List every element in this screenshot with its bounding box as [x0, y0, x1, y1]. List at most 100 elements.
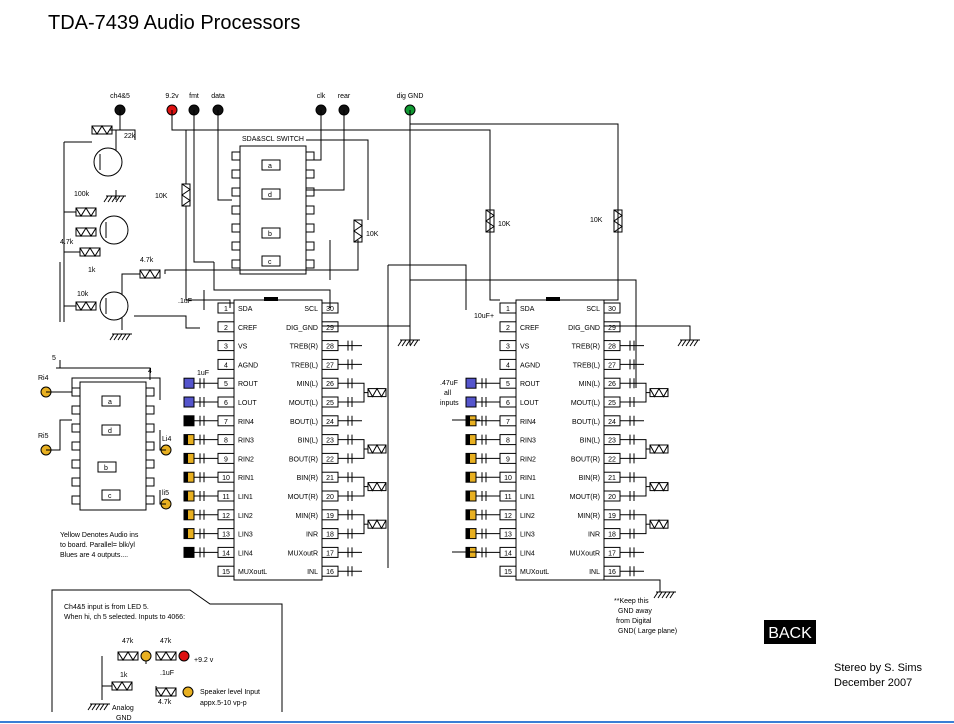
- left-pin-right-29: [321, 321, 339, 333]
- right-pin-label-left-6: LOUT: [520, 400, 539, 407]
- right-pin-right-30: [603, 302, 621, 314]
- left-pin-num-right-23: 23: [326, 438, 334, 445]
- right-pin-num-right-20: 20: [608, 494, 616, 501]
- note-yellow: Yellow Denotes Audio ins to board. Paral…: [60, 532, 139, 559]
- left-pin-num-right-29: 29: [326, 325, 334, 332]
- left-pin-num-right-25: 25: [326, 400, 334, 407]
- left-pin-num-left-1: 1: [224, 306, 228, 313]
- left-pin-right-30: [321, 302, 339, 314]
- right-pin-num-right-22: 22: [608, 456, 616, 463]
- right-pin-label-right-19: MIN(R): [577, 513, 600, 520]
- cap-047uf-label: .47uF: [440, 380, 458, 387]
- r-4k7-label: 4.7k: [60, 239, 74, 246]
- right-pin-num-left-10: 10: [504, 475, 512, 482]
- inset-speaker-jack: [182, 686, 194, 698]
- inset-speaker-2: appx.5-10 vp-p: [200, 700, 247, 707]
- left-pin-num-right-21: 21: [326, 475, 334, 482]
- left-pin-num-left-9: 9: [224, 456, 228, 463]
- inset-note-1: Ch4&5 input is from LED 5.: [64, 604, 149, 611]
- inset-gnd-1: Analog: [112, 705, 134, 712]
- right-out-marker-6: [465, 396, 477, 408]
- left-pin-label-left-8: RIN3: [238, 438, 254, 445]
- left-pin-num-left-14: 14: [222, 550, 230, 557]
- switch-label: SDA&SCL SWITCH: [242, 136, 304, 143]
- note-yellow-1: Yellow Denotes Audio ins: [60, 532, 139, 539]
- right-pin-label-right-21: BIN(R): [579, 475, 600, 482]
- gate-c: [261, 255, 281, 267]
- right-out-marker-5: [465, 377, 477, 389]
- right-pin-label-left-4: AGND: [520, 362, 540, 369]
- left-pin-num-right-20: 20: [326, 494, 334, 501]
- right-pin-num-left-5: 5: [506, 381, 510, 388]
- left-pin-label-right-16: INL: [307, 569, 318, 576]
- note-gnd-3: from Digital: [616, 618, 652, 625]
- right-pin-num-left-1: 1: [506, 306, 510, 313]
- bus-wires: [119, 110, 637, 568]
- inset-c1: .1uF: [160, 670, 174, 677]
- inset-gnd-2: GND: [116, 715, 132, 722]
- left-pin-label-right-30: SCL: [304, 306, 318, 313]
- r-22k-label: 22k: [124, 133, 136, 140]
- left-pin-label-left-10: RIN1: [238, 475, 254, 482]
- left-pin-label-left-15: MUXoutL: [238, 569, 267, 576]
- left-pin-label-right-24: BOUT(L): [290, 419, 318, 426]
- right-pin-num-left-15: 15: [504, 569, 512, 576]
- left-pin-num-right-17: 17: [326, 550, 334, 557]
- left-pin-num-right-24: 24: [326, 419, 334, 426]
- transistor-q1: [93, 147, 123, 177]
- right-pin-num-right-30: 30: [608, 306, 616, 313]
- right-pin-label-left-15: MUXoutL: [520, 569, 549, 576]
- left-pin-left-3: [217, 340, 235, 352]
- right-pin-left-4: [499, 358, 517, 370]
- note-gnd: **Keep this GND away from Digital GND( L…: [614, 598, 677, 635]
- transistor-q2: [99, 215, 129, 245]
- left-pin-num-right-18: 18: [326, 532, 334, 539]
- left-pin-label-left-11: LIN1: [238, 494, 253, 501]
- left-pin-num-left-5: 5: [224, 381, 228, 388]
- ch45-inset: Ch4&5 input is from LED 5. When hi, ch 5…: [51, 589, 283, 722]
- left-pin-label-right-28: TREB(R): [290, 344, 318, 351]
- page-title: TDA-7439 Audio Processors: [48, 12, 300, 34]
- gate-d: [261, 188, 281, 200]
- left-pin-num-right-22: 22: [326, 456, 334, 463]
- right-pin-label-left-1: SDA: [520, 306, 535, 313]
- cap-0p1uf-label: .1uF: [178, 298, 192, 305]
- right-pin-num-right-27: 27: [608, 362, 616, 369]
- connector-1-label: 9.2v: [165, 93, 179, 100]
- left-pin-label-right-19: MIN(R): [295, 513, 318, 520]
- note-yellow-3: Blues are 4 outputs....: [60, 552, 128, 559]
- right-pin-label-right-27: TREB(L): [573, 362, 600, 369]
- cap-10uf-label: 10uF+: [474, 313, 494, 320]
- left-pin-num-left-8: 8: [224, 438, 228, 445]
- ri5-label: Ri5: [38, 433, 49, 440]
- connector-5-label: rear: [338, 93, 351, 100]
- right-pin-num-left-9: 9: [506, 456, 510, 463]
- gate-a: [261, 159, 281, 171]
- inset-speaker-1: Speaker level Input: [200, 689, 260, 696]
- right-pin-label-right-25: MOUT(L): [571, 400, 600, 407]
- left-pin-left-2: [217, 321, 235, 333]
- cap-1uf-label: 1uF: [197, 370, 209, 377]
- right-pin-left-1: [499, 302, 517, 314]
- credit-line-2: December 2007: [834, 677, 912, 689]
- note-gnd-2: GND away: [618, 608, 652, 615]
- left-pin-label-left-2: CREF: [238, 325, 257, 332]
- right-pin-num-right-28: 28: [608, 344, 616, 351]
- switch-4066: [79, 381, 147, 511]
- resistors: [75, 125, 623, 311]
- sw2-gate-b: b: [104, 465, 108, 472]
- right-pin-num-left-7: 7: [506, 419, 510, 426]
- connector-0-label: ch4&5: [110, 93, 130, 100]
- r-4k7b-label: 4.7k: [140, 257, 154, 264]
- transistor-section: [59, 129, 200, 330]
- left-pin-label-left-9: RIN2: [238, 456, 254, 463]
- cap-inputs-label: inputs: [440, 400, 459, 407]
- back-button-label: BACK: [768, 625, 812, 642]
- right-pin-label-left-11: LIN1: [520, 494, 535, 501]
- right-pin-label-right-17: MUXoutR: [570, 550, 600, 557]
- right-pin-num-right-24: 24: [608, 419, 616, 426]
- back-button[interactable]: BACK: [764, 620, 816, 644]
- right-pin-num-right-21: 21: [608, 475, 616, 482]
- r-10k-d-label: 10K: [590, 217, 603, 224]
- r-10k-a-label: 10K: [155, 193, 168, 200]
